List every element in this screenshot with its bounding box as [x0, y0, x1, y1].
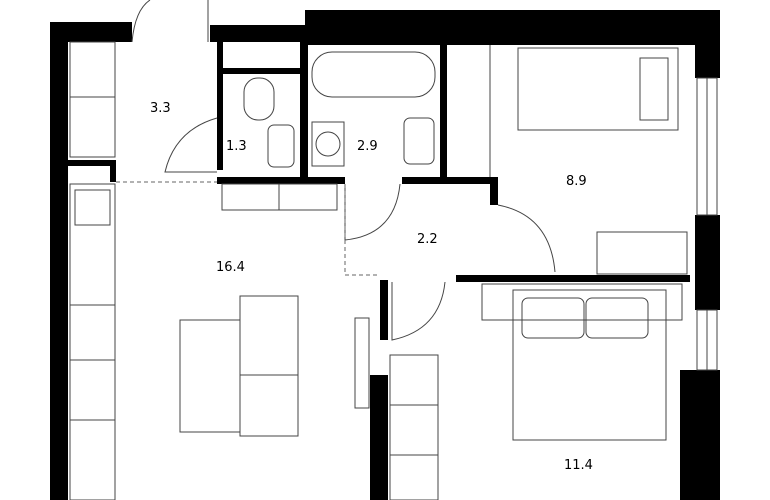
area-corridor: 2.2	[417, 232, 438, 247]
windows	[696, 77, 718, 371]
area-bathroom: 2.9	[357, 139, 378, 154]
walls	[50, 10, 720, 500]
area-hallway: 3.3	[150, 101, 171, 116]
furniture	[69, 41, 688, 500]
area-bedroom-main: 11.4	[564, 458, 593, 473]
area-kitchen-living: 16.4	[216, 260, 245, 275]
area-bedroom-small: 8.9	[566, 174, 587, 189]
doors	[116, 0, 556, 341]
area-toilet: 1.3	[226, 139, 247, 154]
room-area-labels: 3.3 1.3 2.9 8.9 2.2 16.4 11.4	[150, 101, 593, 473]
